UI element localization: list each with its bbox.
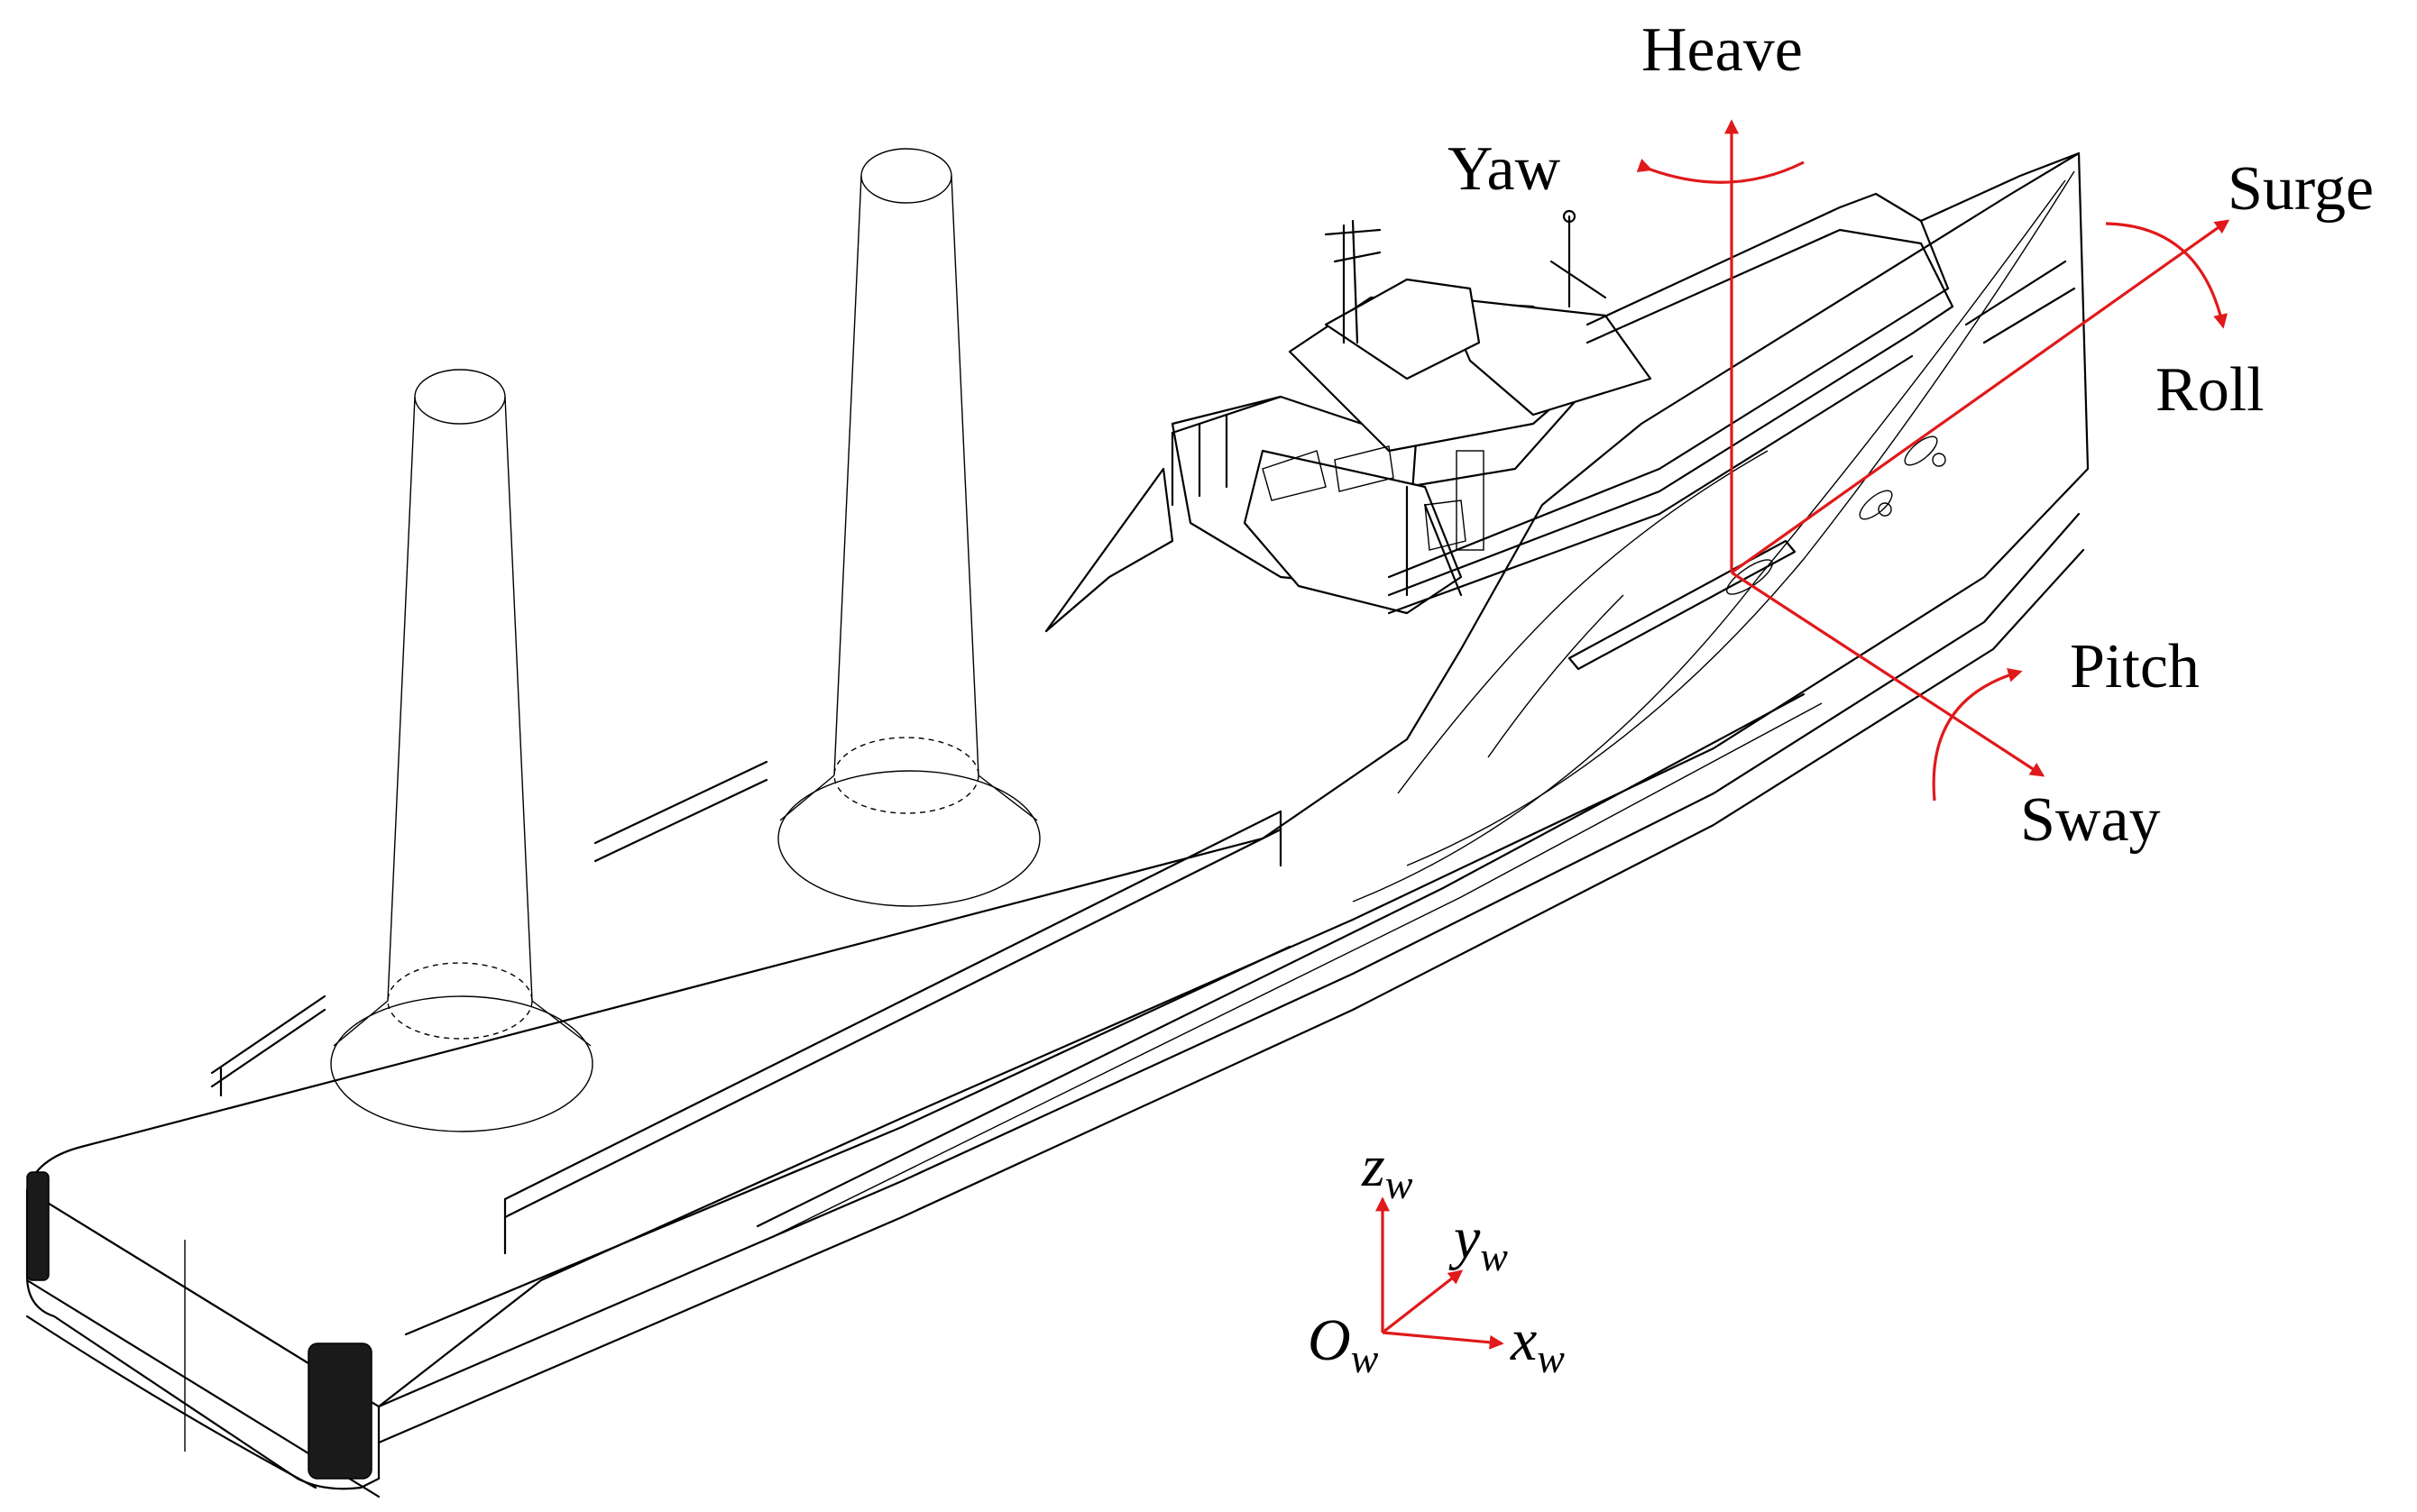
motion-axes (1636, 119, 2230, 802)
yw-axis (1382, 1269, 1464, 1334)
zw-label: zw (1361, 1133, 1413, 1207)
foredeck-railing (1387, 151, 2081, 615)
side-deck-railing (503, 810, 1282, 1255)
yw-label: yw (1448, 1205, 1508, 1279)
surge-arrow (1731, 219, 2230, 574)
vessel-hull (25, 151, 2090, 1498)
wheelhouse (1044, 209, 1652, 633)
pitch-label: Pitch (2070, 632, 2200, 701)
deck-railing-small (210, 760, 768, 1097)
xw-axis (1382, 1331, 1504, 1350)
roll-label: Roll (2155, 355, 2265, 425)
origin-label: Ow (1308, 1307, 1379, 1381)
surge-label: Surge (2228, 154, 2374, 224)
sway-arrow (1731, 571, 2045, 777)
roll-arrow (2105, 222, 2228, 329)
sway-label: Sway (2020, 785, 2161, 855)
yaw-label: Yaw (1447, 134, 1561, 204)
monopile-aft (330, 369, 593, 1132)
pitch-arrow (1932, 667, 2023, 802)
yaw-arrow (1636, 158, 1805, 184)
heave-label: Heave (1641, 15, 1803, 85)
world-frame (1375, 1196, 1504, 1350)
xw-label: xw (1510, 1307, 1565, 1381)
monopile-fwd (777, 148, 1041, 907)
